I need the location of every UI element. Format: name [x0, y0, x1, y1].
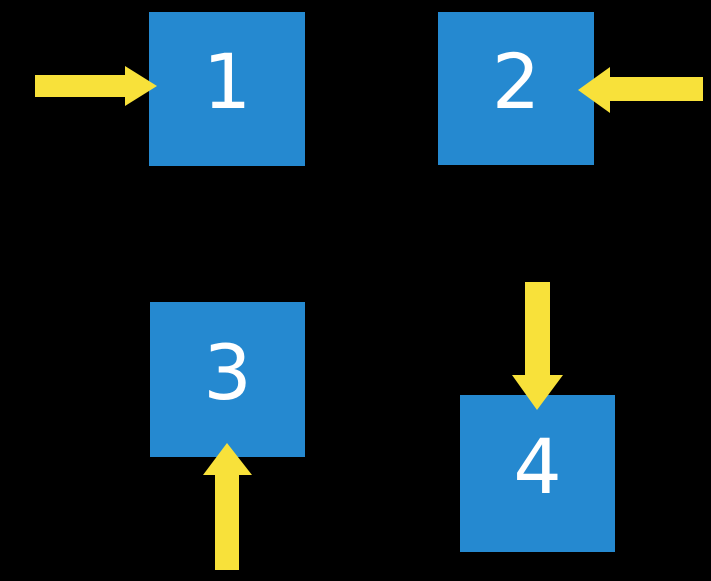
arrow-left-shape — [578, 67, 703, 113]
box-4: 4 — [460, 395, 615, 552]
arrow-down-icon — [512, 282, 563, 410]
box-3-label: 3 — [203, 327, 252, 417]
arrow-right-shape — [35, 66, 157, 106]
arrow-down-shape — [512, 282, 563, 410]
box-4-label: 4 — [513, 421, 562, 511]
box-3: 3 — [150, 302, 305, 457]
arrow-left-icon — [578, 67, 703, 113]
arrow-right-icon — [35, 66, 157, 106]
arrow-up-shape — [203, 443, 252, 570]
box-1-label: 1 — [202, 37, 252, 126]
arrow-up-icon — [203, 443, 252, 570]
box-2-label: 2 — [491, 36, 541, 126]
box-2: 2 — [438, 12, 594, 165]
box-1: 1 — [149, 12, 305, 166]
